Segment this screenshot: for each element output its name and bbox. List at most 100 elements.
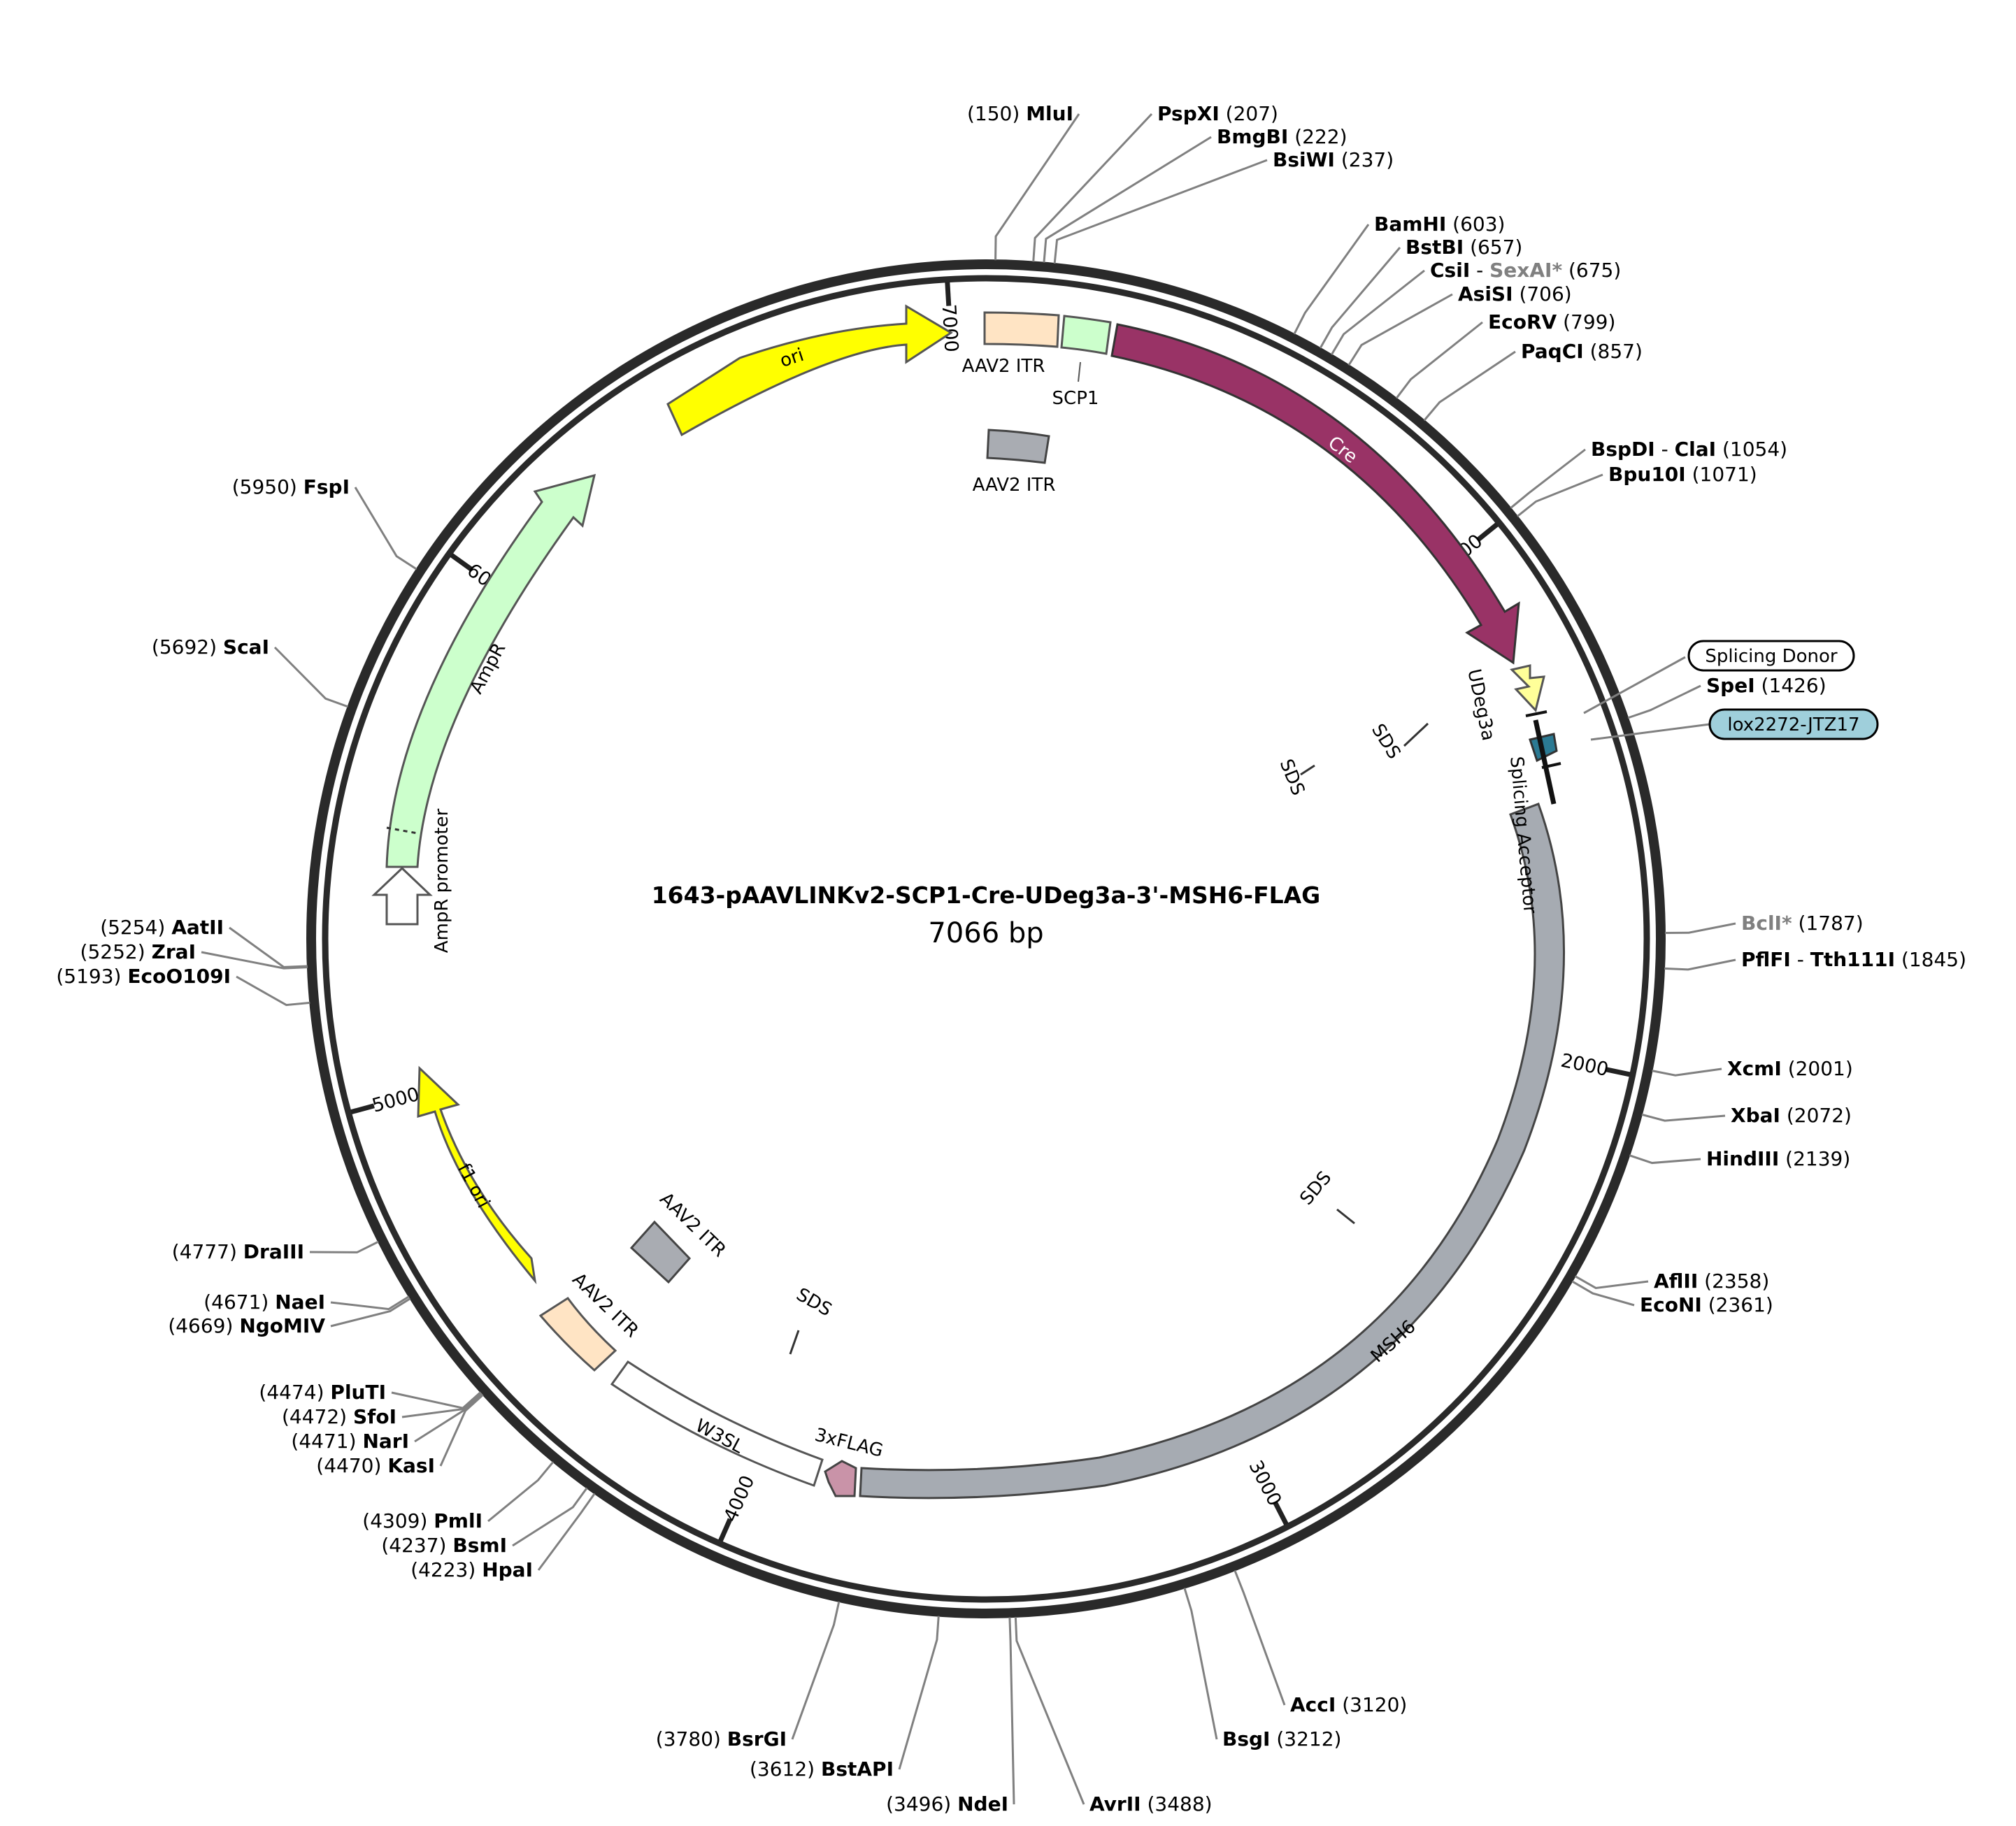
site-name: HpaI [482,1558,533,1581]
w3sl-box[interactable] [610,1360,824,1487]
tick-3000 [1273,1502,1289,1525]
site-bmgbi[interactable]: BmgBI (222) [1043,125,1347,263]
site-position: (2072) [1787,1104,1852,1127]
udeg3a-arrow[interactable] [1510,664,1545,713]
site-nari[interactable]: (4471) NarI [291,1393,483,1453]
site-draiii[interactable]: (4777) DraIII [172,1240,379,1263]
aav2-itr-top-box[interactable] [983,311,1060,348]
site-hpai[interactable]: (4223) HpaI [410,1493,596,1581]
site-leader [1330,269,1425,355]
site-separator [1780,1104,1787,1127]
site-bcli[interactable]: BclI* (1787) [1664,912,1864,935]
site-bamhi[interactable]: BamHI (603) [1293,213,1506,335]
site-label: (5692) ScaI [152,635,269,659]
sds-label-4: SDS [793,1284,836,1321]
site-avrii[interactable]: AvrII (3488) [1014,1617,1213,1816]
site-pspxi[interactable]: PspXI (207) [1032,102,1278,262]
site-bsiwi[interactable]: BsiWI (237) [1053,148,1394,264]
site-pmli[interactable]: (4309) PmlI [362,1461,555,1532]
site-label: BclI* (1787) [1741,912,1864,935]
site-position: (4671) [203,1291,269,1314]
site-separator [1584,340,1590,363]
site-asisi[interactable]: AsiSI (706) [1347,282,1572,366]
aav2-itr-bottom-box[interactable] [538,1296,617,1372]
site-ngomiv[interactable]: (4669) NgoMIV [168,1297,411,1337]
site-zrai[interactable]: (5252) ZraI [80,940,308,970]
site-leader [201,951,308,970]
site-label: XcmI (2001) [1727,1057,1853,1080]
site-position: (3780) [656,1727,721,1750]
sds-mark-4 [789,1330,800,1355]
site-name: ZraI [152,940,196,963]
site-name: EcoRV [1488,310,1557,333]
site-position: (5950) [232,475,297,498]
site-name: NaeI [275,1291,325,1314]
site-bsgi[interactable]: BsgI (3212) [1183,1588,1342,1750]
site-acci[interactable]: AccI (3120) [1234,1569,1407,1716]
site-separator [347,1405,353,1428]
ampr-promoter-arrow[interactable] [371,866,433,926]
site-pflfi[interactable]: PflFI - Tth111I (1845) [1664,948,1966,971]
site-ndei[interactable]: (3496) NdeI [886,1617,1015,1816]
f1-ori-arrow[interactable] [417,1065,537,1285]
site-pluti[interactable]: (4474) PluTI [259,1381,482,1409]
site-csii[interactable]: CsiI - SexAI* (675) [1330,259,1621,355]
site-bsmi[interactable]: (4237) BsmI [381,1487,588,1557]
site-separator [324,1381,331,1404]
site-label: CsiI - SexAI* (675) [1430,259,1621,282]
site-aflii[interactable]: AflII (2358) [1574,1270,1770,1293]
site-bpu10i[interactable]: Bpu10I (1071) [1516,463,1757,517]
site-name: BstAPI [821,1757,894,1781]
site-kasi[interactable]: (4470) KasI [316,1394,484,1477]
scp1-label: SCP1 [1052,388,1099,409]
site-bstapi[interactable]: (3612) BstAPI [750,1616,940,1781]
site-ecorv[interactable]: EcoRV (799) [1395,310,1615,399]
site-name: PaqCI [1521,340,1584,363]
site-name: NarI [362,1430,409,1453]
ori-arrow[interactable] [666,304,953,437]
site-bstbi[interactable]: BstBI (657) [1319,236,1522,349]
site-mlui[interactable]: (150) MluI [967,102,1080,261]
cre-arrow[interactable] [1110,323,1520,665]
msh6-arrow[interactable] [859,803,1566,1500]
site-separator [1220,102,1226,125]
site-fspi[interactable]: (5950) FspI [232,475,417,570]
site-econi[interactable]: EcoNI (2361) [1571,1280,1773,1316]
aav2-itr-grey-bottom-box[interactable] [629,1220,692,1284]
plasmid-title: 1643-pAAVLINKv2-SCP1-Cre-UDeg3a-3'-MSH6-… [652,882,1321,909]
scp1-box[interactable] [1060,315,1112,355]
splicing-donor-label: Splicing Donor [1705,646,1838,667]
site-name: AsiSI [1458,282,1513,305]
site-sfoi[interactable]: (4472) SfoI [282,1392,482,1428]
site-name: PluTI [330,1381,386,1404]
site-separator [233,1314,239,1337]
site-bsrgi[interactable]: (3780) BsrGI [656,1601,841,1750]
site-separator [1782,1057,1788,1080]
site-ecoo109i[interactable]: (5193) EcoO109I [56,965,310,1007]
site-scai[interactable]: (5692) ScaI [152,635,349,708]
site-leader [791,1601,841,1740]
site-label: (4671) NaeI [203,1291,325,1314]
site-position: (603) [1452,213,1505,236]
site-separator [476,1558,482,1581]
site-name: SpeI [1706,674,1755,697]
site-xbai[interactable]: XbaI (2072) [1641,1104,1852,1127]
site-paqci[interactable]: PaqCI (857) [1423,340,1643,422]
aav2-itr-grey-top-box[interactable] [986,429,1050,464]
site-aatii[interactable]: (5254) AatII [100,916,308,968]
site-hindiii[interactable]: HindIII (2139) [1629,1147,1850,1170]
site-leader [439,1394,484,1467]
ampr-arrow[interactable] [385,473,596,868]
site-name: EcoNI [1640,1293,1702,1316]
site-bspdi[interactable]: BspDI - ClaI (1054) [1510,438,1787,509]
site-naei[interactable]: (4671) NaeI [203,1291,410,1314]
site-spei[interactable]: SpeI (1426) [1627,674,1826,719]
site-name: MluI [1026,102,1073,125]
site-position: (5692) [152,635,217,659]
site-name: PmlI [434,1509,482,1532]
flag-arrow[interactable] [824,1460,857,1497]
site-xcmi[interactable]: XcmI (2001) [1652,1057,1853,1080]
site-position: (4471) [291,1430,356,1453]
